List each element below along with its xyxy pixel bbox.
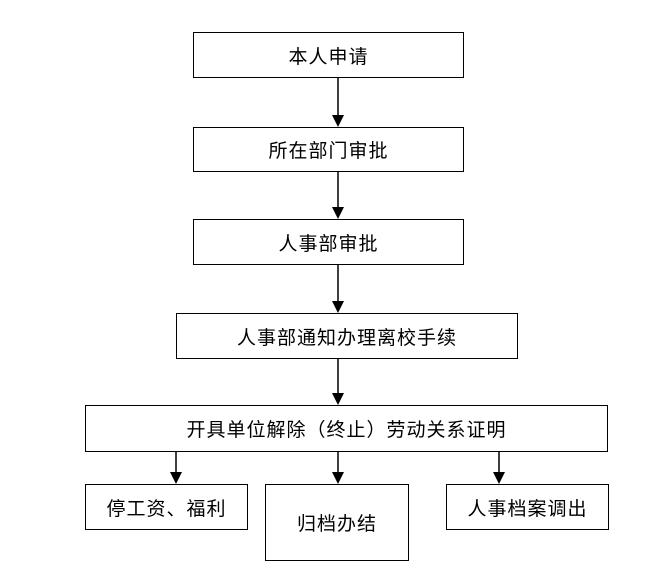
arrowhead-certificate — [332, 393, 344, 405]
step-apply-label: 本人申请 — [288, 45, 369, 68]
branch-archive-label: 归档办结 — [296, 513, 377, 535]
branch-stop-pay-label: 停工资、福利 — [106, 497, 227, 520]
arrowhead-stop-pay — [170, 472, 182, 484]
step-hr-notify-label: 人事部通知办理离校手续 — [236, 326, 457, 349]
arrowhead-hr — [332, 207, 344, 219]
step-certificate: 开具单位解除（终止）劳动关系证明 — [85, 405, 608, 452]
step-dept-approve: 所在部门审批 — [193, 127, 464, 172]
step-hr-approve-label: 人事部审批 — [278, 232, 379, 255]
arrowhead-archive — [332, 472, 344, 484]
step-dept-approve-label: 所在部门审批 — [268, 140, 389, 162]
branch-stop-pay: 停工资、福利 — [85, 484, 248, 530]
step-apply: 本人申请 — [193, 32, 464, 78]
step-hr-notify: 人事部通知办理离校手续 — [176, 313, 518, 359]
arrowhead-notify — [332, 301, 344, 313]
arrowhead-transfer — [493, 472, 505, 484]
branch-archive: 归档办结 — [265, 484, 409, 561]
branch-transfer-file: 人事档案调出 — [446, 484, 609, 530]
branch-transfer-file-label: 人事档案调出 — [467, 497, 588, 520]
step-certificate-label: 开具单位解除（终止）劳动关系证明 — [186, 419, 507, 441]
arrowhead-dept — [332, 115, 344, 127]
step-hr-approve: 人事部审批 — [193, 219, 464, 265]
